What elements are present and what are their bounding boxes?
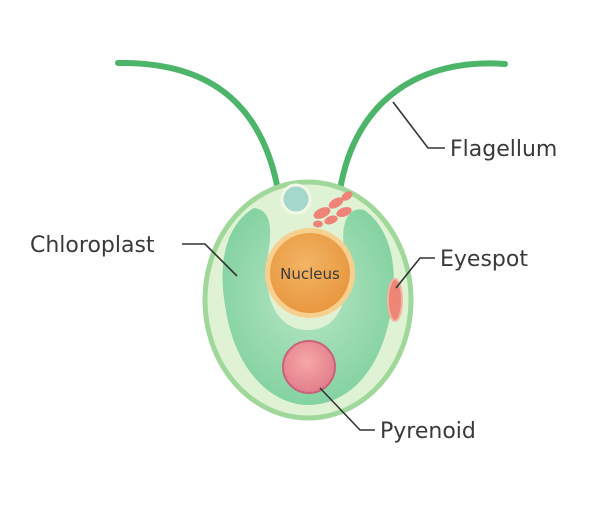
chloroplast-label: Chloroplast xyxy=(30,233,155,258)
pyrenoid xyxy=(282,340,336,394)
granules xyxy=(313,191,353,228)
flagellum-label: Flagellum xyxy=(450,137,557,162)
nucleus-label: Nucleus xyxy=(280,265,340,283)
flagellum-leader xyxy=(392,101,445,149)
flagellum-left xyxy=(115,59,281,193)
pyrenoid-leader xyxy=(319,387,375,431)
vacuole xyxy=(280,183,312,215)
eyespot xyxy=(387,278,403,322)
flagellum-right xyxy=(337,60,508,193)
pyrenoid-label: Pyrenoid xyxy=(380,419,476,444)
chloroplast-leader xyxy=(182,243,238,277)
eyespot-leader xyxy=(395,257,435,289)
nucleus xyxy=(270,233,350,313)
eyespot-label: Eyespot xyxy=(440,247,528,272)
